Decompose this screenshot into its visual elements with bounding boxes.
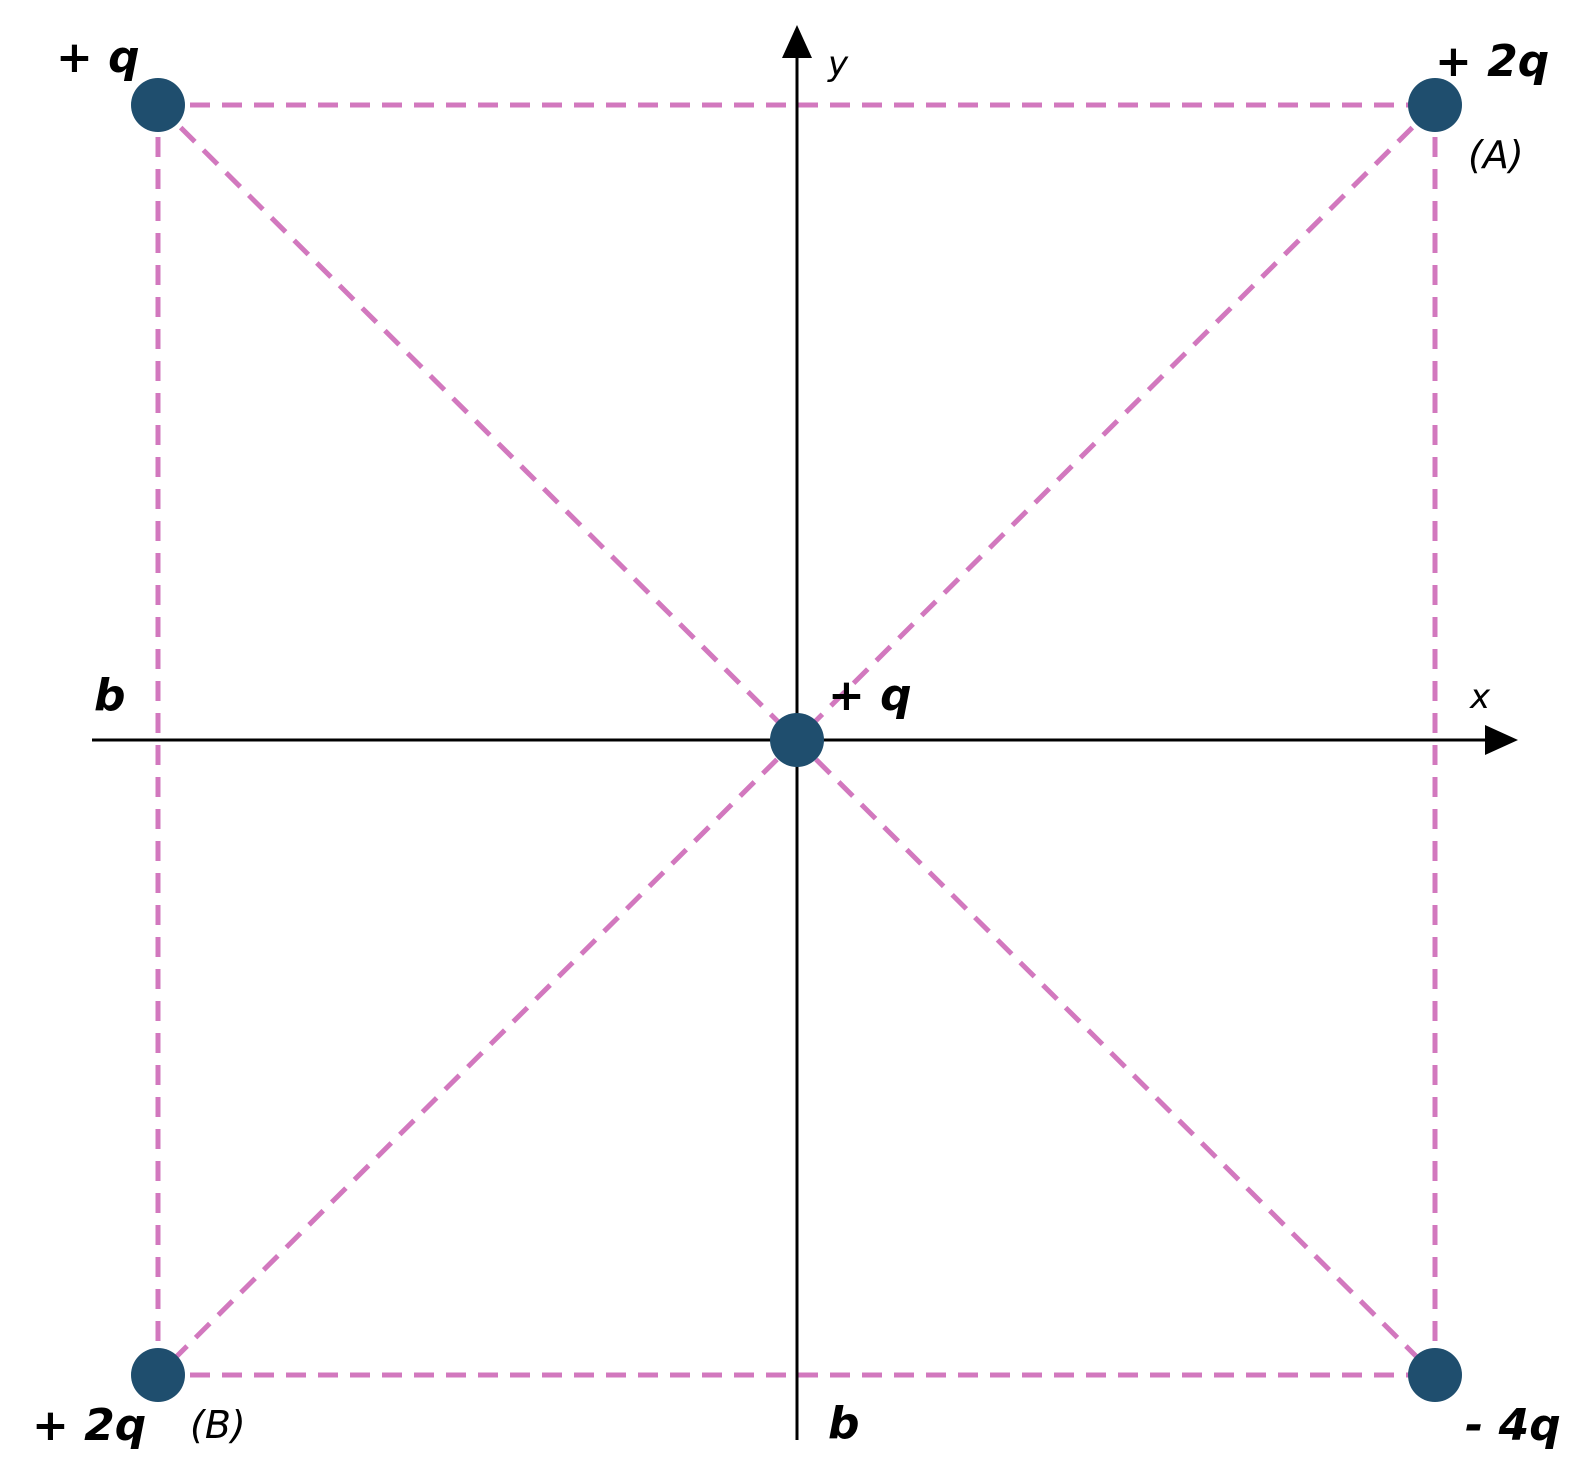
x-axis-arrowhead <box>1485 725 1518 755</box>
charge-bottom-right <box>1408 1348 1462 1402</box>
charge-labels: + q + 2q + 2q - 4q + q <box>32 32 1561 1451</box>
label-charge-top-left: + q <box>56 32 140 83</box>
y-axis-arrowhead <box>782 25 812 58</box>
label-charge-bottom-right: - 4q <box>1465 1400 1561 1451</box>
dimension-left-side: b <box>94 670 126 721</box>
charges <box>131 78 1462 1402</box>
label-charge-center: + q <box>828 670 912 721</box>
charge-center <box>770 713 824 767</box>
label-charge-bottom-left: + 2q <box>32 1400 146 1451</box>
charge-bottom-left <box>131 1348 185 1402</box>
x-axis-label: x <box>1469 677 1491 717</box>
label-charge-top-right: + 2q <box>1435 36 1549 87</box>
y-axis-label: y <box>827 44 849 84</box>
point-b-label: (B) <box>190 1403 246 1447</box>
dimension-labels: b b <box>94 670 860 1449</box>
point-labels: (A) (B) <box>190 133 1524 1447</box>
charge-top-left <box>131 78 185 132</box>
point-a-label: (A) <box>1468 133 1524 177</box>
charge-top-right <box>1408 78 1462 132</box>
dimension-bottom-side: b <box>828 1398 860 1449</box>
